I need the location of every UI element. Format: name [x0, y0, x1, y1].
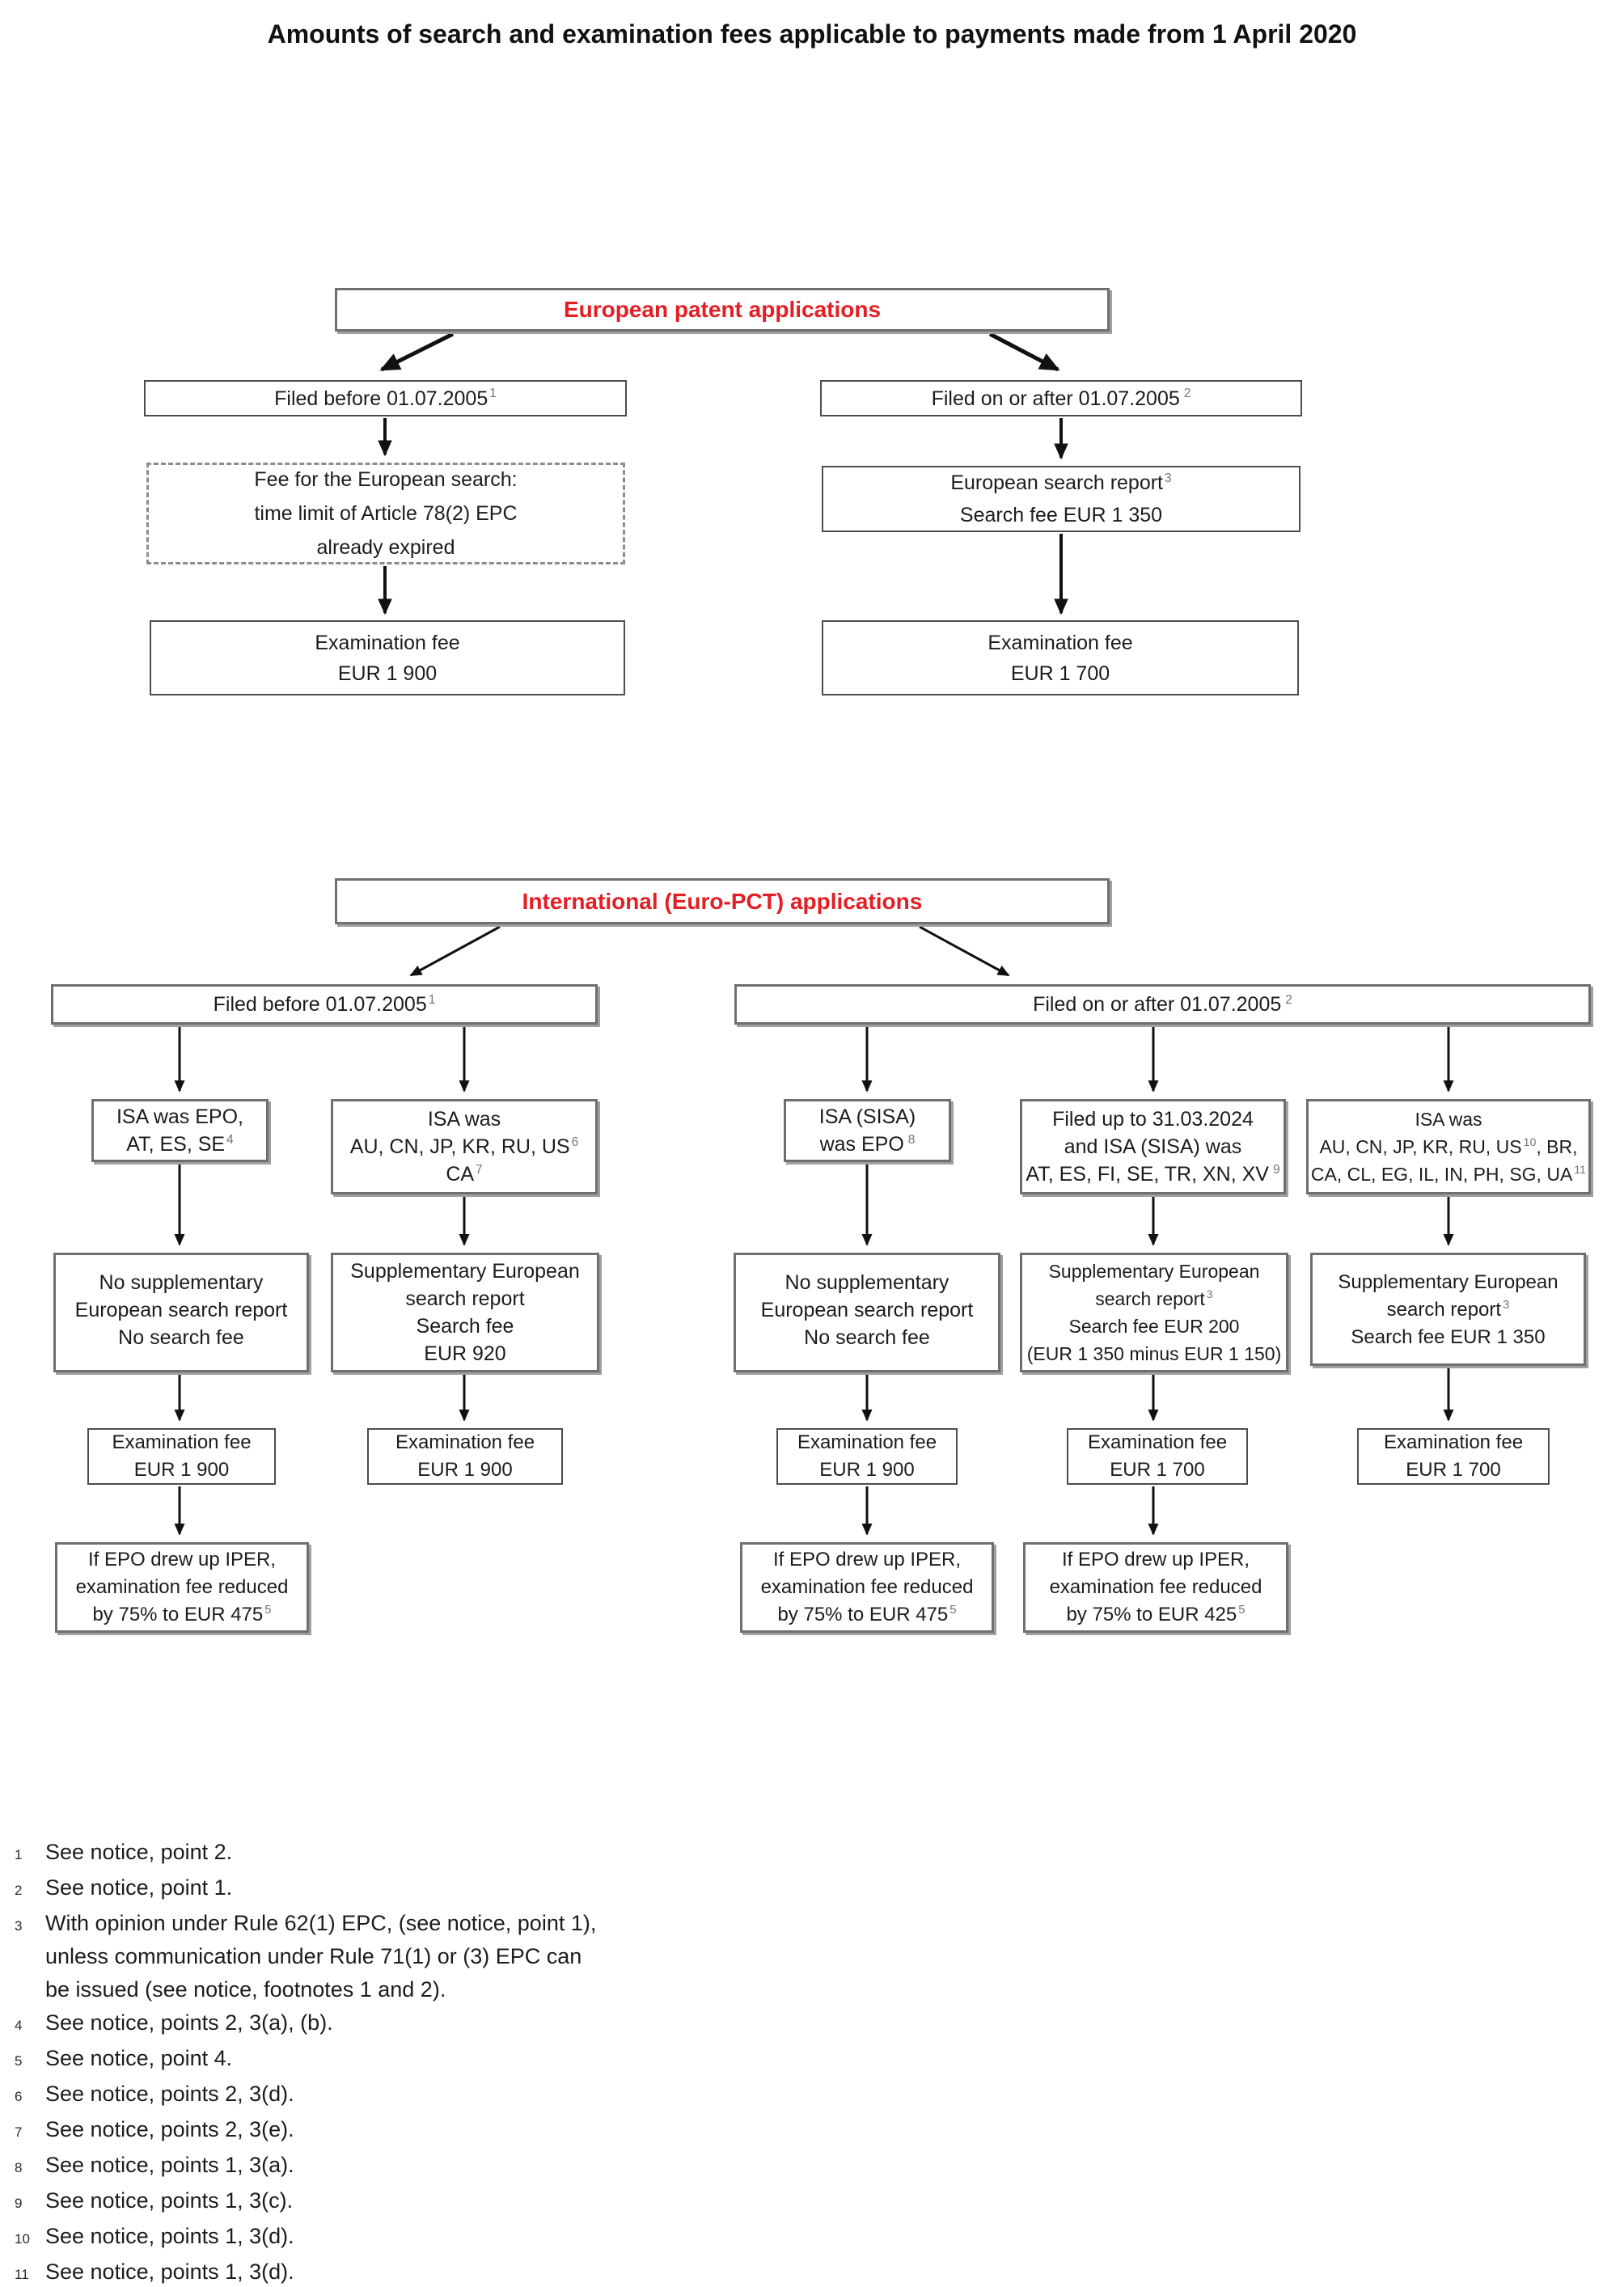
- examination-fee-box: Examination fee EUR 1 900: [367, 1428, 563, 1485]
- arrow: [919, 925, 1010, 977]
- isa-sisa-list-box: Filed up to 31.03.2024 and ISA (SISA) wa…: [1020, 1099, 1286, 1194]
- iper-reduction-box: If EPO drew up IPER, examination fee red…: [740, 1542, 994, 1633]
- iper-reduction-box: If EPO drew up IPER, examination fee red…: [55, 1542, 309, 1633]
- examination-fee-box: Examination fee EUR 1 900: [776, 1428, 958, 1485]
- epa-header-box: European patent applications: [335, 288, 1110, 332]
- page-title: Amounts of search and examination fees a…: [267, 19, 1357, 49]
- examination-fee-box: Examination fee EUR 1 700: [822, 620, 1299, 695]
- examination-fee-box: Examination fee EUR 1 700: [1067, 1428, 1248, 1485]
- arrow: [379, 332, 455, 372]
- euro-pct-header-label: International (Euro-PCT) applications: [522, 888, 923, 914]
- no-supp-search-box: No supplementary European search report …: [734, 1253, 1000, 1372]
- fee-expired-box: Fee for the European search: time limit …: [146, 463, 625, 564]
- examination-fee-box: Examination fee EUR 1 900: [150, 620, 625, 695]
- iper-reduction-box: If EPO drew up IPER, examination fee red…: [1023, 1542, 1288, 1633]
- examination-fee-box: Examination fee EUR 1 900: [87, 1428, 276, 1485]
- euro-pct-header-box: International (Euro-PCT) applications: [335, 878, 1110, 924]
- epa-header-label: European patent applications: [563, 297, 882, 322]
- arrow: [409, 925, 501, 977]
- no-supp-search-box: No supplementary European search report …: [53, 1253, 309, 1372]
- supp-search-920-box: Supplementary European search report Sea…: [331, 1253, 599, 1372]
- examination-fee-box: Examination fee EUR 1 700: [1357, 1428, 1550, 1485]
- arrow: [988, 332, 1060, 372]
